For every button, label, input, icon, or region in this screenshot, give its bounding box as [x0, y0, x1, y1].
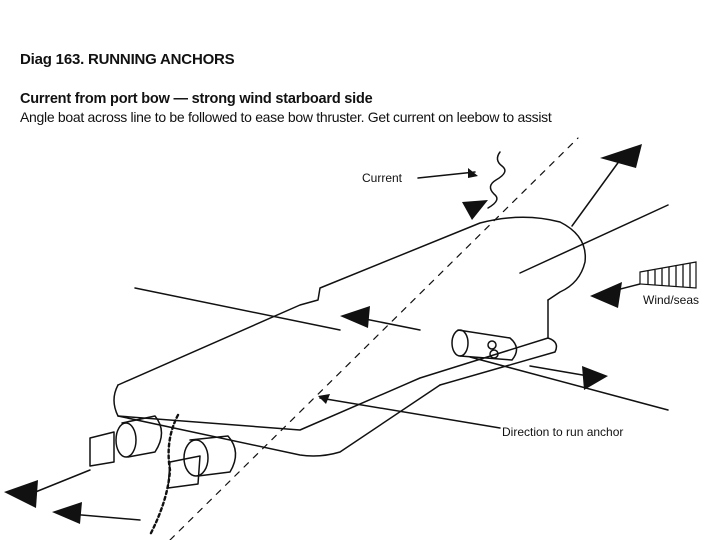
diagram-subtitle: Current from port bow — strong wind star… [20, 91, 373, 107]
current-label-arrow [417, 171, 476, 179]
hull-bow-side [439, 299, 558, 386]
current-label: Current [362, 171, 403, 185]
direction-label: Direction to run anchor [502, 425, 623, 439]
forward-arrow-shaft [571, 159, 621, 227]
current-line [169, 137, 579, 540]
stern-arrow-shaft [27, 469, 91, 496]
current-wavy-line [487, 151, 506, 209]
deck-arrow-shaft [359, 317, 421, 331]
deck-arrowhead [340, 306, 370, 328]
current-label-arrowhead [468, 168, 478, 178]
transverse-line-right [469, 356, 669, 411]
hull-inner-line [117, 337, 549, 431]
anchor-chain [148, 413, 180, 537]
direction-arrowhead [318, 394, 330, 404]
stern-tunnel-left [121, 415, 163, 458]
wind-arrowhead [590, 282, 622, 308]
forward-arrowhead [600, 144, 642, 168]
current-arrowhead [462, 200, 488, 220]
stern-arrow-shaft-2 [69, 513, 141, 521]
wind-label: Wind/seas [643, 293, 699, 307]
stern-rudder-left [89, 431, 115, 467]
wind-wedge [639, 261, 697, 289]
stern-tunnel-right [189, 435, 237, 477]
transverse-line [134, 287, 341, 331]
stern-arrowhead [4, 480, 38, 508]
diagram-title: Diag 163. RUNNING ANCHORS [20, 51, 235, 68]
thruster-tunnel-end [451, 329, 469, 357]
stern-arrowhead-2 [52, 502, 82, 524]
diagram-instruction: Angle boat across line to be followed to… [20, 109, 552, 125]
axis-line-upper [519, 204, 669, 274]
thruster-prop-upper [487, 340, 497, 350]
side-arrowhead [582, 366, 608, 390]
thruster-prop-lower [489, 349, 499, 359]
hull-deck-outline [117, 216, 587, 386]
thruster-tunnel-body [457, 329, 518, 361]
hull-lower-edge [113, 384, 441, 457]
stern-tunnel-left-end [115, 422, 137, 458]
direction-leader [319, 397, 501, 429]
diagram-header: Diag 163. RUNNING ANCHORS Current from p… [20, 50, 710, 126]
